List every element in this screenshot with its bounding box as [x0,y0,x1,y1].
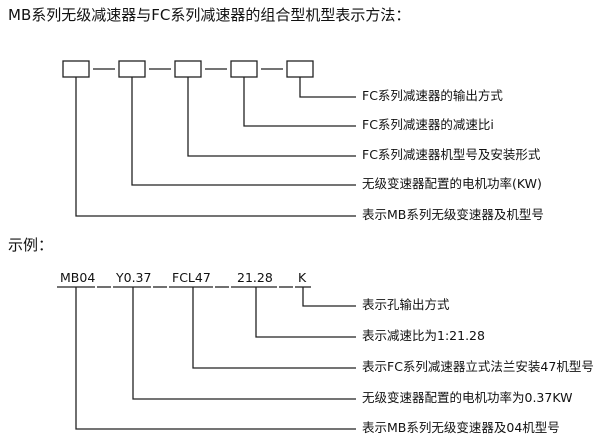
code-box-1 [62,60,90,78]
format-label-output-mode: FC系列减速器的输出方式 [362,88,503,103]
format-label-ratio: FC系列减速器的减速比i [362,117,494,132]
example-label-motor-power: 无级变速器配置的电机功率为0.37KW [362,390,573,405]
example-code-output: K [298,270,307,285]
code-box-5 [286,60,314,78]
code-box-4 [230,60,258,78]
example-leader-3 [192,287,356,369]
example-label-ratio: 表示减速比为1:21.28 [362,328,485,343]
example-code-mb: MB04 [60,270,96,285]
page-title: MB系列无级减速器与FC系列减速器的组合型机型表示方法： [8,6,411,24]
leader-line-1 [299,77,356,98]
leader-line-2 [243,77,356,127]
example-label-output-mode: 表示孔输出方式 [362,297,450,312]
code-box-3 [174,60,202,78]
format-label-mb-model: 表示MB系列无级变速器及机型号 [362,207,544,222]
format-label-model-mount: FC系列减速器机型号及安装形式 [362,147,541,162]
example-leader-5 [75,287,356,430]
example-title: 示例： [8,236,54,254]
leader-line-4 [131,77,356,186]
leader-line-5 [75,77,356,217]
example-code-ratio: 21.28 [237,270,273,285]
example-leader-2 [255,287,356,338]
code-box-2 [118,60,146,78]
leader-line-3 [187,77,356,157]
example-code-fc: FCL47 [172,270,211,285]
example-leader-4 [132,287,356,400]
format-label-motor-power: 无级变速器配置的电机功率(KW) [362,176,542,191]
example-leader-1 [302,287,356,307]
example-label-mb-model: 表示MB系列无级变速器及04机型号 [362,420,560,435]
example-label-fc-model: 表示FC系列减速器立式法兰安装47机型号 [362,359,594,374]
example-code-motor: Y0.37 [116,270,152,285]
